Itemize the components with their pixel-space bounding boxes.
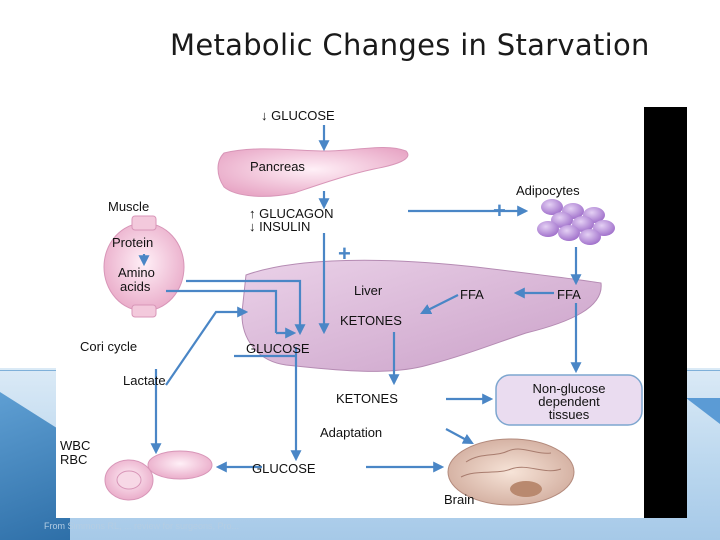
liver-shape — [241, 259, 602, 372]
label-ketones-out: KETONES — [336, 391, 398, 406]
label-brain: Brain — [444, 492, 474, 507]
label-ffa-right: FFA — [557, 287, 581, 302]
label-cori-cycle: Cori cycle — [80, 339, 137, 354]
black-sidebar-bar — [644, 107, 687, 518]
label-nonglucose-line3: tissues — [549, 407, 590, 422]
diagram-canvas: + + ↓ GLUCOSE Pancreas ↑ GLUCAGON ↓ INSU… — [60, 108, 643, 507]
plus-sign-adipocyte: + — [493, 198, 506, 223]
non-glucose-tissues-box — [495, 374, 643, 426]
label-glucagon: ↑ GLUCAGON — [249, 206, 334, 221]
label-ffa-liver: FFA — [460, 287, 484, 302]
label-glucose-liver: GLUCOSE — [246, 341, 310, 356]
label-rbc: RBC — [60, 452, 87, 467]
label-nonglucose-line2: dependent — [538, 394, 600, 409]
muscle-top-tendon — [131, 215, 157, 231]
label-lactate: Lactate — [123, 373, 166, 388]
label-insulin: ↓ INSULIN — [249, 219, 310, 234]
slide-title: Metabolic Changes in Starvation — [170, 28, 650, 62]
label-liver: Liver — [354, 283, 383, 298]
label-glucose-top: ↓ GLUCOSE — [261, 108, 335, 123]
label-ketones-liver: KETONES — [340, 313, 402, 328]
brain-image — [447, 438, 575, 506]
blood-cell-lower-core — [116, 470, 142, 490]
diagram-arrows — [138, 125, 582, 473]
label-adipocytes: Adipocytes — [516, 183, 580, 198]
label-amino-line2: acids — [120, 279, 151, 294]
label-protein: Protein — [112, 235, 153, 250]
figure-citation: From Simmons RL, ... review for surgeons… — [44, 521, 240, 531]
label-glucose-bottom: GLUCOSE — [252, 461, 316, 476]
label-pancreas: Pancreas — [250, 159, 305, 174]
label-adaptation: Adaptation — [320, 425, 382, 440]
label-nonglucose-line1: Non-glucose — [533, 381, 606, 396]
adipocyte-cluster — [537, 199, 615, 245]
pancreas-shape — [217, 146, 409, 197]
label-amino-line1: Amino — [118, 265, 155, 280]
label-muscle: Muscle — [108, 199, 149, 214]
blood-cell-upper — [147, 450, 213, 480]
starvation-diagram: + + ↓ GLUCOSE Pancreas ↑ GLUCAGON ↓ INSU… — [56, 107, 644, 518]
muscle-bottom-tendon — [131, 304, 157, 318]
label-wbc: WBC — [60, 438, 90, 453]
plus-sign-liver: + — [338, 241, 351, 266]
